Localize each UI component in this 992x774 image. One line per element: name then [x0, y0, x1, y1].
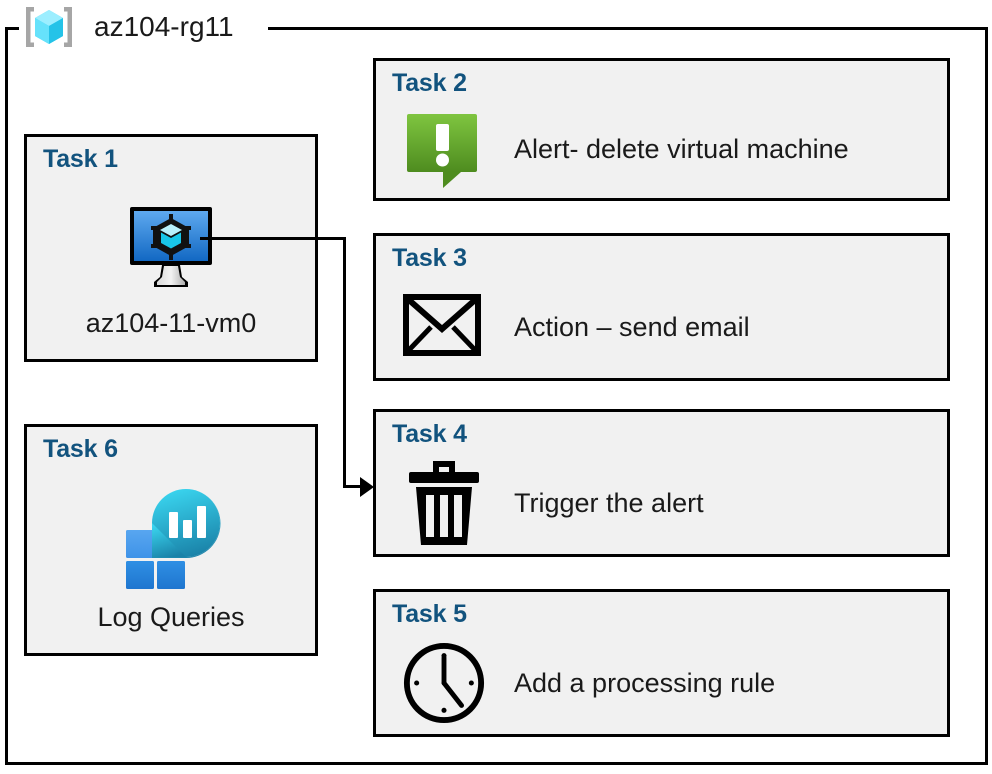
- task-3-row: Action – send email: [402, 280, 937, 374]
- resource-group-frame-left: [5, 27, 8, 765]
- task-1-title: Task 1: [43, 145, 118, 173]
- trash-can-icon: [402, 461, 486, 545]
- task-4-row: Trigger the alert: [402, 456, 937, 550]
- card-task-6[interactable]: Task 6: [24, 424, 318, 656]
- connector-segment-horizontal-bottom: [343, 485, 365, 488]
- task-3-label: Action – send email: [514, 311, 750, 342]
- card-task-4[interactable]: Task 4 Trigger the alert: [373, 409, 950, 557]
- connector-segment-horizontal-top: [200, 237, 346, 240]
- resource-group-header: az104-rg11: [18, 4, 234, 50]
- task-3-title: Task 3: [392, 244, 467, 272]
- log-analytics-icon: [27, 487, 315, 589]
- alert-exclamation-icon: [402, 108, 486, 192]
- task-2-title: Task 2: [392, 69, 467, 97]
- card-task-3[interactable]: Task 3 Action – send email: [373, 233, 950, 381]
- task-4-label: Trigger the alert: [514, 487, 704, 518]
- connector-segment-vertical: [343, 237, 346, 487]
- task-2-row: Alert- delete virtual machine: [402, 105, 937, 194]
- task-5-label: Add a processing rule: [514, 667, 776, 698]
- card-task-2[interactable]: Task 2 Alert- delete virtual machin: [373, 58, 950, 201]
- card-task-1[interactable]: Task 1: [24, 134, 318, 362]
- task-6-title: Task 6: [43, 435, 118, 463]
- resource-group-frame-top-stub: [5, 27, 19, 30]
- clock-icon: [402, 641, 486, 725]
- resource-group-title: az104-rg11: [94, 11, 234, 42]
- task-5-row: Add a processing rule: [402, 636, 937, 730]
- envelope-icon: [402, 285, 486, 369]
- task-2-label: Alert- delete virtual machine: [514, 134, 849, 164]
- virtual-machine-icon: [27, 197, 315, 297]
- card-task-5[interactable]: Task 5 Add a processing rule: [373, 589, 950, 737]
- task-1-label: az104-11-vm0: [85, 308, 257, 338]
- resource-group-frame-right: [985, 27, 988, 765]
- task-4-title: Task 4: [392, 420, 467, 448]
- task-6-label: Log Queries: [97, 602, 245, 632]
- task-5-title: Task 5: [392, 600, 467, 628]
- azure-resource-group-icon: [18, 4, 80, 50]
- resource-group-frame-top: [268, 27, 988, 30]
- resource-group-frame-bottom: [5, 762, 988, 765]
- arrow-head-right-icon: [360, 477, 374, 497]
